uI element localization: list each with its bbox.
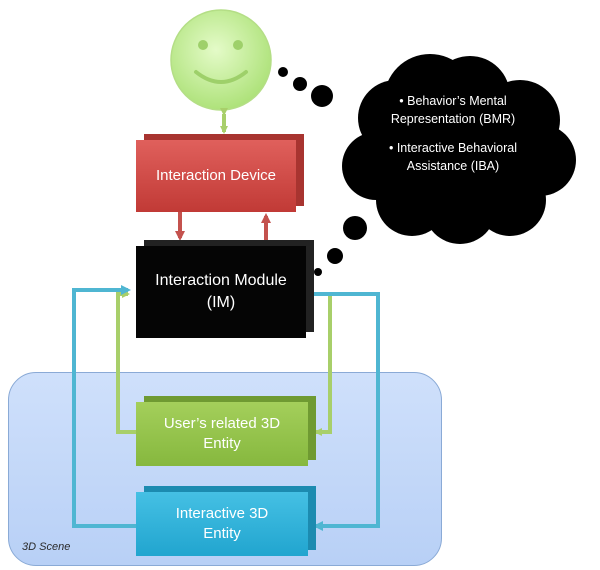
bmr-item: • Behavior’s Mental Representation (BMR) bbox=[390, 94, 516, 126]
interaction-module-label: Interaction Module (IM) bbox=[155, 272, 287, 311]
user-face-icon bbox=[170, 9, 272, 111]
interaction-device-label: Interaction Device bbox=[155, 166, 277, 184]
users-entity-node: User’s related 3D Entity bbox=[136, 402, 308, 466]
users-entity-label: User’s related 3D Entity bbox=[163, 414, 281, 452]
interaction-module-node: Interaction Module (IM) bbox=[136, 246, 306, 338]
blue-loop-arrows bbox=[72, 285, 380, 531]
device-module-arrows bbox=[175, 212, 271, 241]
iba-item: • Interactive Behavioral Assistance (IBA… bbox=[388, 141, 518, 173]
interactive-entity-node: Interactive 3D Entity bbox=[136, 492, 308, 556]
thought-bubble-text: • Behavior’s Mental Representation (BMR)… bbox=[360, 93, 546, 187]
interactive-entity-label: Interactive 3D Entity bbox=[175, 504, 269, 542]
scene-label: 3D Scene bbox=[22, 541, 71, 553]
thought-bubble bbox=[278, 54, 576, 276]
interaction-device-node: Interaction Device bbox=[136, 140, 296, 212]
